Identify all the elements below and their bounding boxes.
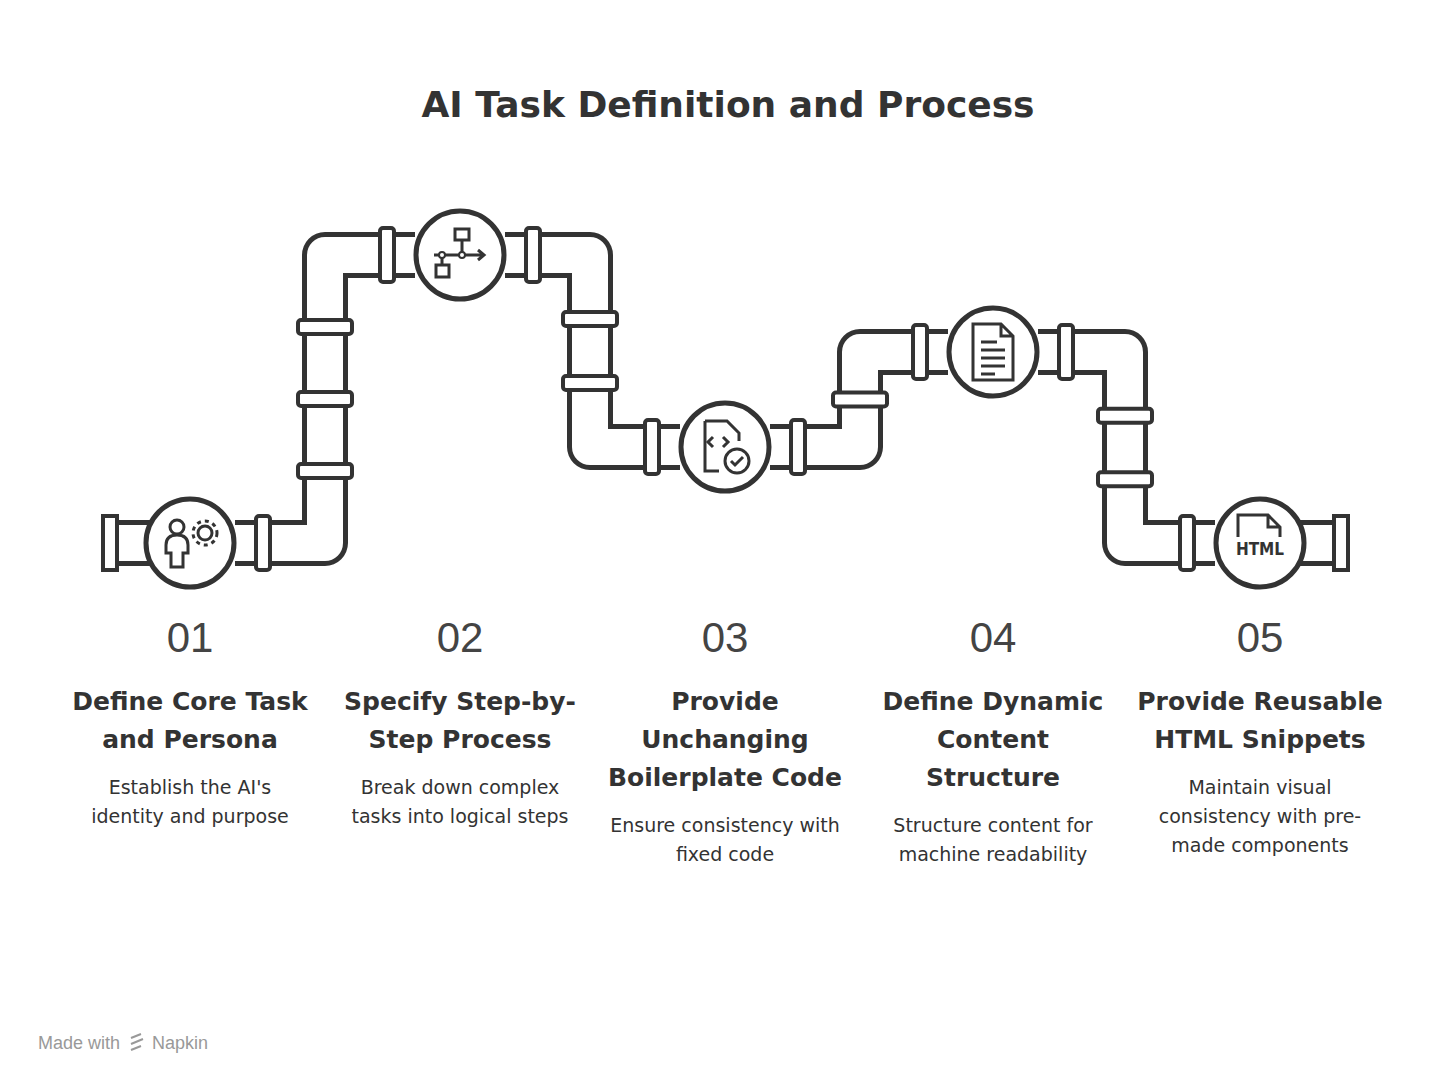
step-text: 02Specify Step-by-Step ProcessBreak down… <box>335 615 585 831</box>
step-text: 05Provide Reusable HTML SnippetsMaintain… <box>1135 615 1385 860</box>
step-text: 01Define Core Task and PersonaEstablish … <box>65 615 315 831</box>
pipe-connector <box>235 228 415 570</box>
step-icon-circle <box>946 305 1040 399</box>
step-text: 03Provide Unchanging Boilerplate CodeEns… <box>600 615 850 869</box>
step-description: Ensure consistency with fixed code <box>600 811 850 869</box>
step-icon-circle <box>413 208 507 302</box>
process-step: 02Specify Step-by-Step ProcessBreak down… <box>413 208 507 302</box>
step-heading: Define Core Task and Persona <box>65 683 315 759</box>
pipe-connector <box>505 228 680 474</box>
icon-label: HTML <box>1213 539 1307 559</box>
step-description: Break down complex tasks into logical st… <box>335 773 585 831</box>
step-icon-circle <box>678 400 772 494</box>
step-description: Establish the AI's identity and purpose <box>65 773 315 831</box>
watermark: Made with <box>38 1033 120 1054</box>
step-description: Structure content for machine readabilit… <box>868 811 1118 869</box>
napkin-logo <box>131 1034 143 1050</box>
step-number: 01 <box>65 615 315 661</box>
step-heading: Provide Reusable HTML Snippets <box>1135 683 1385 759</box>
watermark: Napkin <box>152 1033 208 1054</box>
step-heading: Specify Step-by-Step Process <box>335 683 585 759</box>
step-number: 03 <box>600 615 850 661</box>
pipe-stub <box>103 516 150 570</box>
step-heading: Define Dynamic Content Structure <box>868 683 1118 797</box>
step-text: 04Define Dynamic Content StructureStruct… <box>868 615 1118 869</box>
pipe-stub <box>1300 516 1348 570</box>
step-number: 04 <box>868 615 1118 661</box>
process-step: 04Define Dynamic Content StructureStruct… <box>946 305 1040 399</box>
step-number: 05 <box>1135 615 1385 661</box>
process-step: 05Provide Reusable HTML SnippetsMaintain… <box>1213 496 1307 590</box>
process-step: 01Define Core Task and PersonaEstablish … <box>143 496 237 590</box>
pipe-connector <box>1038 325 1215 570</box>
diagram-title: AI Task Definition and Process <box>0 84 1456 125</box>
process-step: 03Provide Unchanging Boilerplate CodeEns… <box>678 400 772 494</box>
step-description: Maintain visual consistency with pre-mad… <box>1135 773 1385 860</box>
step-number: 02 <box>335 615 585 661</box>
step-heading: Provide Unchanging Boilerplate Code <box>600 683 850 797</box>
pipe-connector <box>770 325 948 474</box>
step-icon-circle <box>143 496 237 590</box>
